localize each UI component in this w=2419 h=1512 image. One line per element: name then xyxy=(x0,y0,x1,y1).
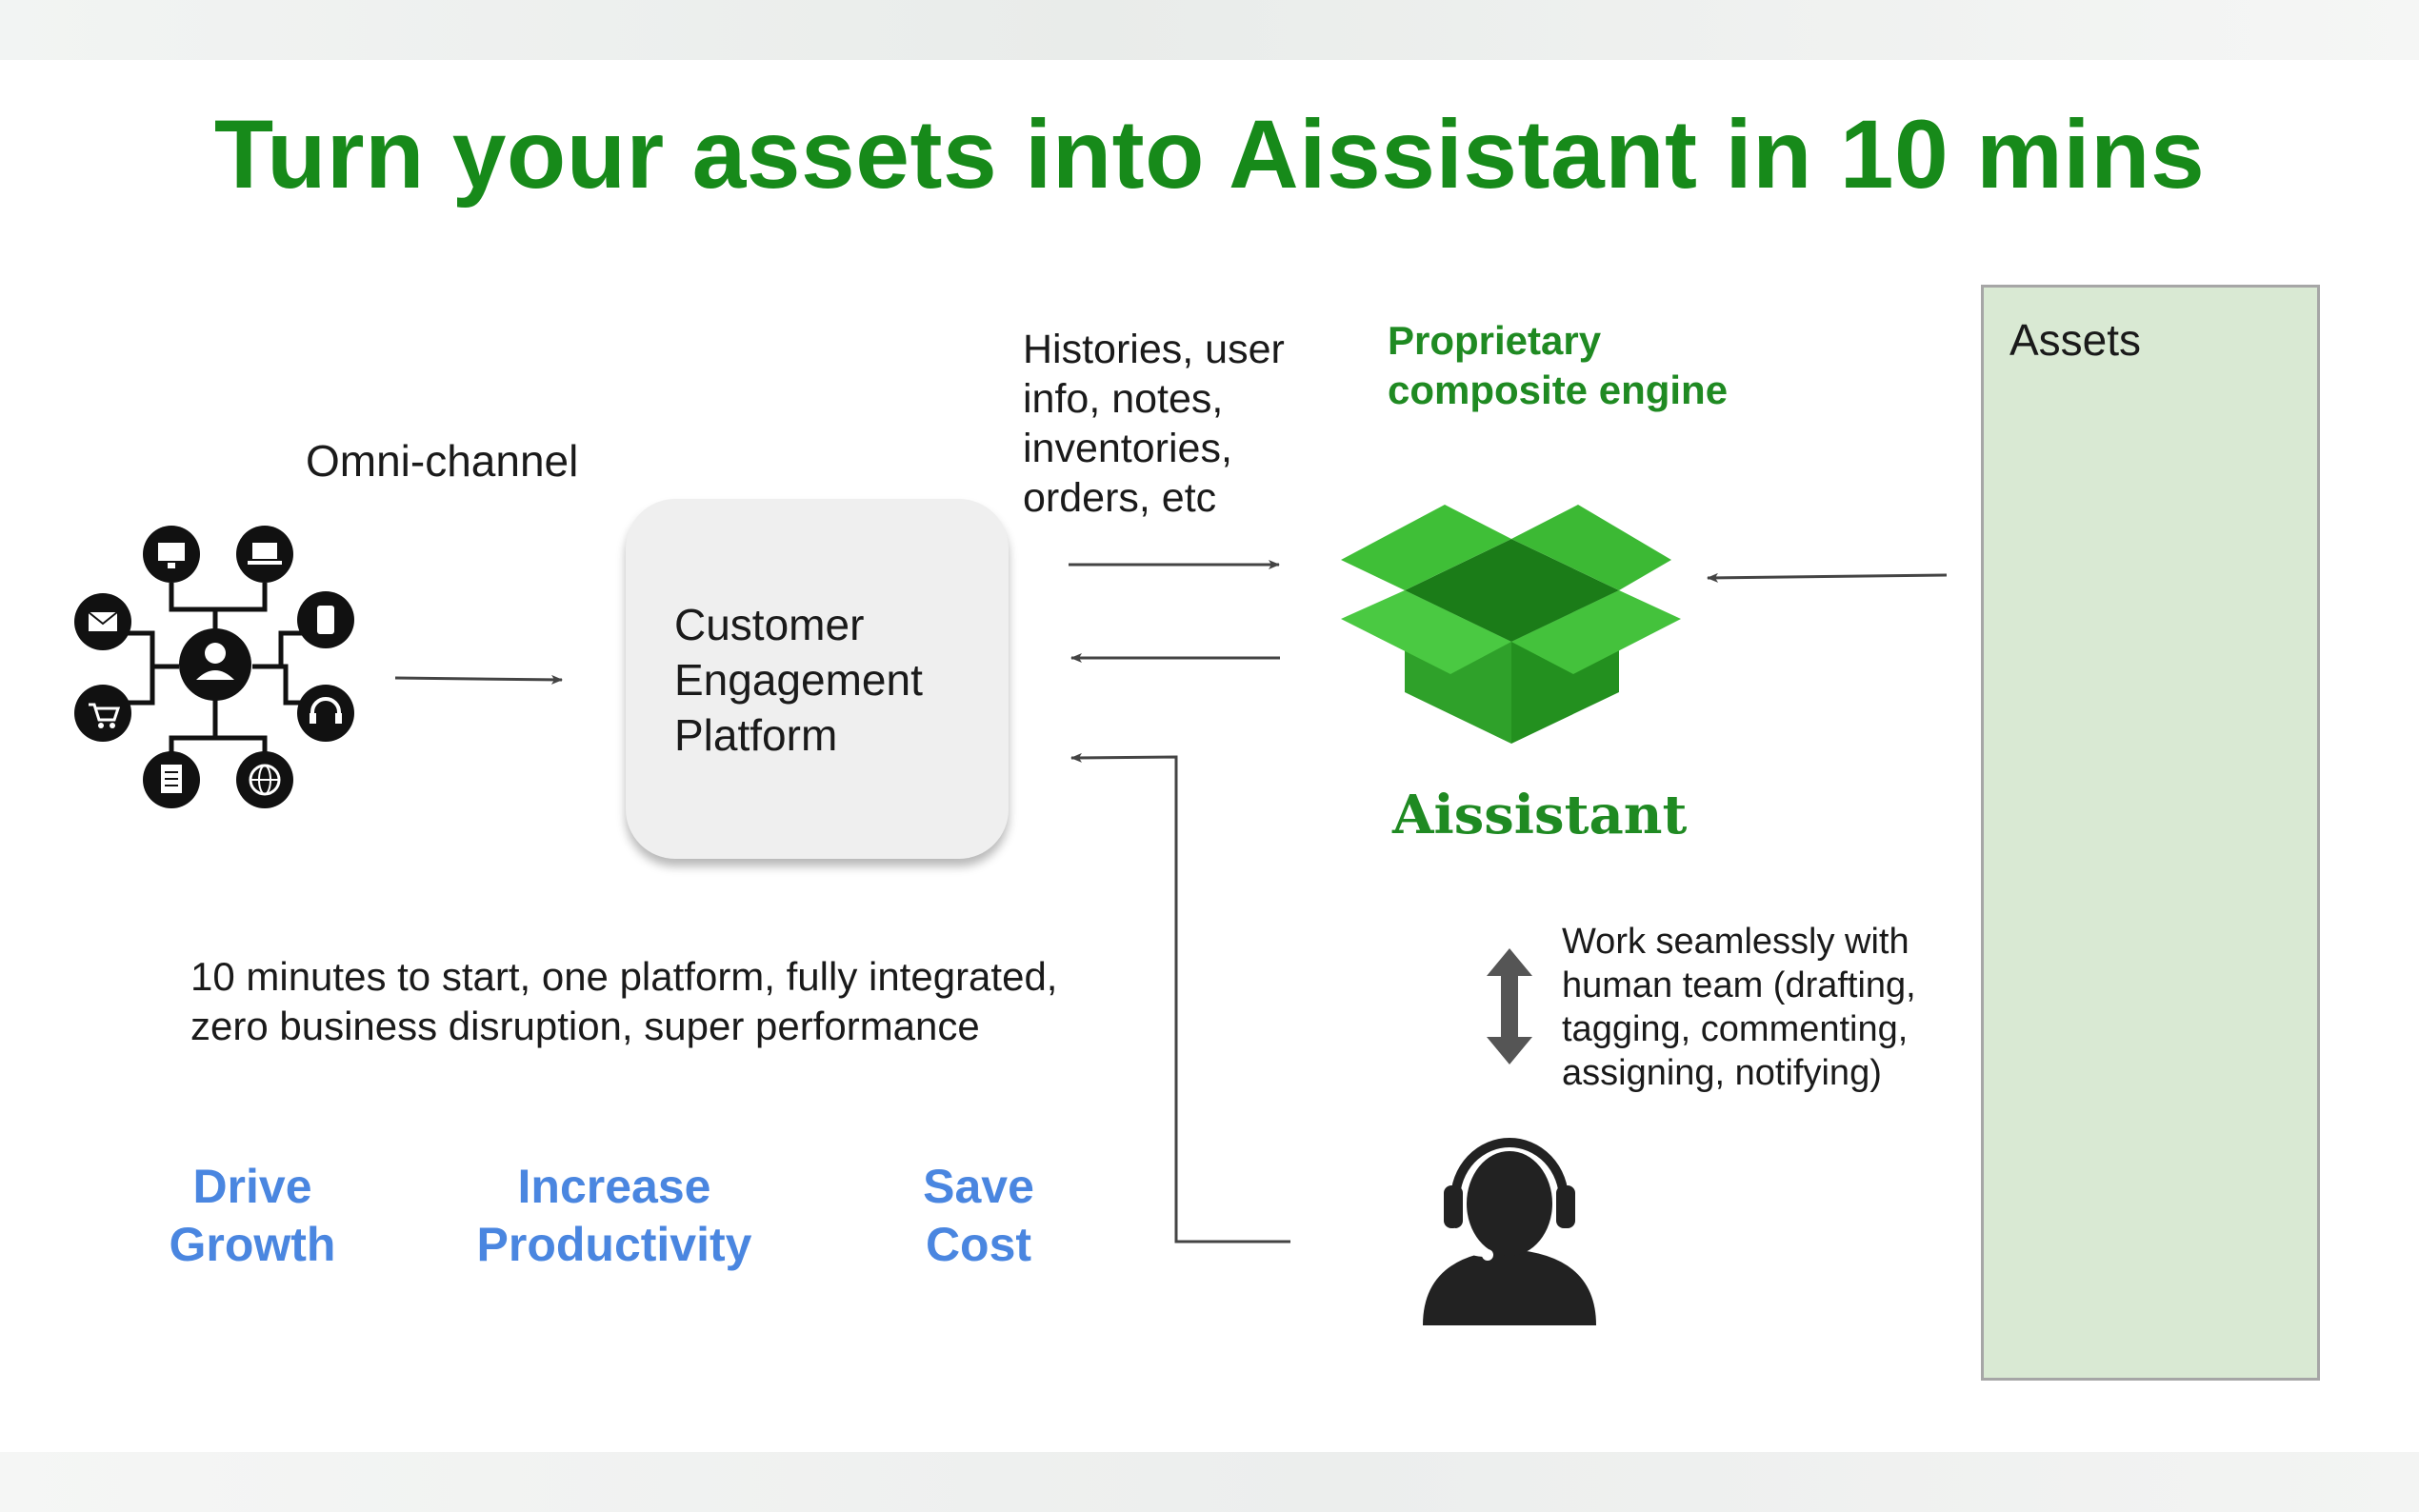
engine-label: Proprietary composite engine xyxy=(1388,318,1729,412)
omni-channel-hub-icon xyxy=(74,526,354,808)
assets-panel xyxy=(1981,285,2320,1381)
headset-icon xyxy=(297,685,354,742)
double-arrow-icon xyxy=(1487,948,1532,1064)
assets-to-engine-arrow xyxy=(1707,572,1948,583)
benefit-increase-productivity: Increase Productivity xyxy=(476,1160,752,1271)
laptop-icon xyxy=(236,526,293,583)
envelope-icon xyxy=(74,593,131,650)
bottom-band xyxy=(0,1452,2419,1512)
histories-text: Histories, user info, notes, inventories… xyxy=(1023,327,1285,521)
customer-engagement-platform-label: Customer Engagement Platform xyxy=(674,600,923,760)
globe-icon xyxy=(236,751,293,808)
monitor-icon xyxy=(143,526,200,583)
support-agent-icon xyxy=(1423,1138,1596,1325)
aissistant-label: Aissistant xyxy=(1392,784,1688,846)
top-band xyxy=(0,0,2419,60)
omni-to-cep-arrow xyxy=(394,674,563,685)
customer-engagement-platform-box xyxy=(626,499,1009,859)
benefit-drive-growth: Drive Growth xyxy=(169,1160,336,1271)
human-team-text: Work seamlessly with human team (draftin… xyxy=(1562,922,1916,1093)
page-title: Turn your assets into Aissistant in 10 m… xyxy=(213,100,2206,209)
summary-text: 10 minutes to start, one platform, fully… xyxy=(190,954,1058,1048)
shopping-cart-icon xyxy=(74,685,131,742)
omni-channel-label: Omni-channel xyxy=(306,436,579,486)
assets-label: Assets xyxy=(2009,315,2142,365)
smartphone-icon xyxy=(297,591,354,648)
open-box-icon xyxy=(1341,505,1681,744)
document-icon xyxy=(143,751,200,808)
benefit-save-cost: Save Cost xyxy=(923,1160,1034,1271)
agent-to-cep-arrow xyxy=(1070,752,1290,1243)
